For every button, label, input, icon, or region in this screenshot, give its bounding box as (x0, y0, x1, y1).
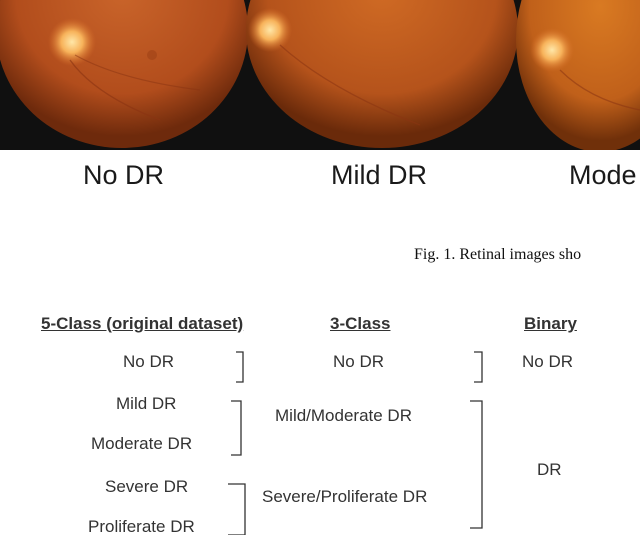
binary-dr: DR (537, 460, 562, 479)
binary-no-dr: No DR (522, 352, 574, 371)
bracket-severe-proliferate (228, 483, 246, 535)
bracket-three-dr (470, 400, 483, 529)
bracket-no-dr (236, 351, 244, 383)
five-class-mild-dr: Mild DR (116, 394, 177, 413)
five-class-moderate-dr: Moderate DR (91, 434, 193, 453)
five-class-proliferate-dr: Proliferate DR (88, 517, 195, 536)
fundus-images (0, 0, 640, 150)
three-class-severe-proliferate-dr: Severe/Proliferate DR (262, 487, 428, 506)
three-class-mild-moderate-dr: Mild/Moderate DR (275, 406, 412, 425)
fundus-image-moderate-dr (516, 0, 640, 150)
fundus-image-no-dr (0, 0, 248, 148)
bracket-three-no-dr (474, 351, 483, 383)
image-label-mild-dr: Mild DR (331, 160, 428, 190)
header-three-class: 3-Class (330, 314, 391, 333)
image-label-moderate-dr: Mode (569, 160, 637, 190)
five-class-severe-dr: Severe DR (105, 477, 189, 496)
three-class-no-dr: No DR (333, 352, 385, 371)
fundus-image-mild-dr (246, 0, 518, 148)
figure-caption: Fig. 1. Retinal images sho (414, 246, 582, 263)
header-binary: Binary (524, 314, 577, 333)
five-class-no-dr: No DR (123, 352, 175, 371)
bracket-mild-moderate (231, 400, 242, 456)
image-label-no-dr: No DR (83, 160, 165, 190)
header-five-class: 5-Class (original dataset) (41, 314, 244, 333)
fundus-image-strip (0, 0, 640, 150)
